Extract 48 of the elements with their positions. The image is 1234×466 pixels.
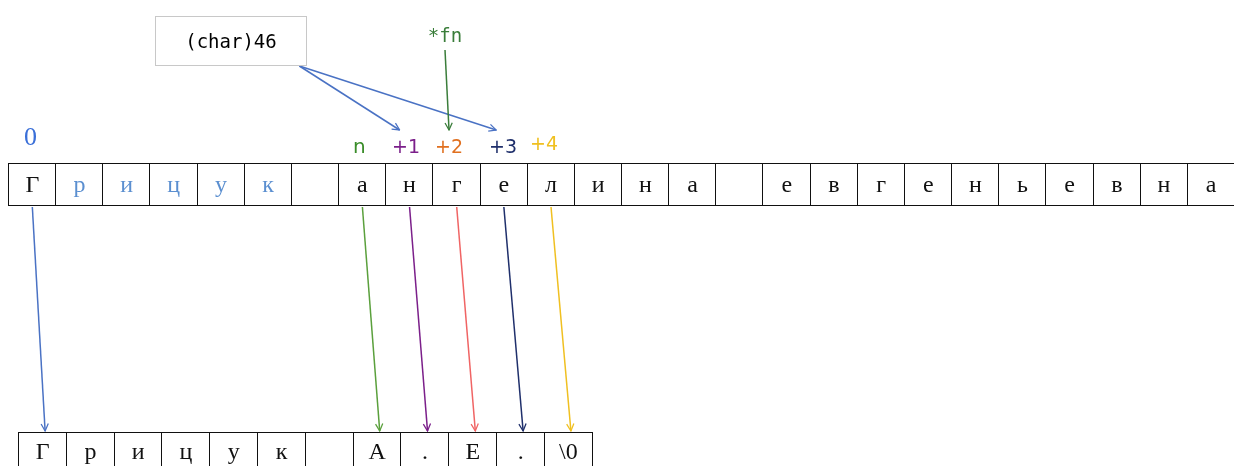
arrow <box>31 206 49 432</box>
arrow <box>298 65 401 131</box>
arrow <box>408 206 432 432</box>
pointer-label: *fn <box>420 22 470 48</box>
array-cell: а <box>338 163 387 206</box>
arrow <box>455 206 479 432</box>
array-cell: Г <box>8 163 57 206</box>
array-cell: н <box>621 163 670 206</box>
offset-label: +1 <box>390 134 422 158</box>
array-cell: у <box>196 163 246 206</box>
arrow <box>550 206 575 432</box>
index-label: 0 <box>24 124 37 150</box>
arrow <box>298 65 497 132</box>
array-cell: и <box>573 163 623 206</box>
array-cell: ь <box>998 163 1047 206</box>
array-cell: ц <box>149 163 199 206</box>
index-label: n <box>353 136 366 156</box>
array-cell: г <box>856 163 906 206</box>
array-cell: Г <box>18 432 68 466</box>
array-cell: н <box>951 163 1000 206</box>
array-cell: Е <box>448 432 498 466</box>
array-cell: а <box>1186 163 1234 206</box>
array-cell: а <box>668 163 717 206</box>
array-cell: к <box>243 163 293 206</box>
array-cell: е <box>479 163 529 206</box>
offset-label: +2 <box>433 134 465 158</box>
array-cell: р <box>65 432 116 466</box>
array-cell: е <box>762 163 812 206</box>
arrow <box>503 206 527 432</box>
array-cell: н <box>385 163 434 206</box>
array-cell: е <box>903 163 953 206</box>
array-cell: л <box>526 163 576 206</box>
code-box: (char)46 <box>155 16 307 66</box>
array-cell: н <box>1139 163 1189 206</box>
offset-label: +3 <box>486 134 520 158</box>
array-cell: у <box>209 432 259 466</box>
array-cell: в <box>809 163 859 206</box>
array-cell: \0 <box>543 432 594 466</box>
array-cell: ц <box>161 432 211 466</box>
index-label: +4 <box>530 134 558 153</box>
array-cell: в <box>1092 163 1142 206</box>
array-cell: р <box>55 163 104 206</box>
arrow <box>361 206 384 432</box>
arrow <box>444 49 453 131</box>
array-cell: г <box>432 163 481 206</box>
array-cell: и <box>102 163 151 206</box>
array-cell: е <box>1045 163 1094 206</box>
array-cell: . <box>400 432 450 466</box>
